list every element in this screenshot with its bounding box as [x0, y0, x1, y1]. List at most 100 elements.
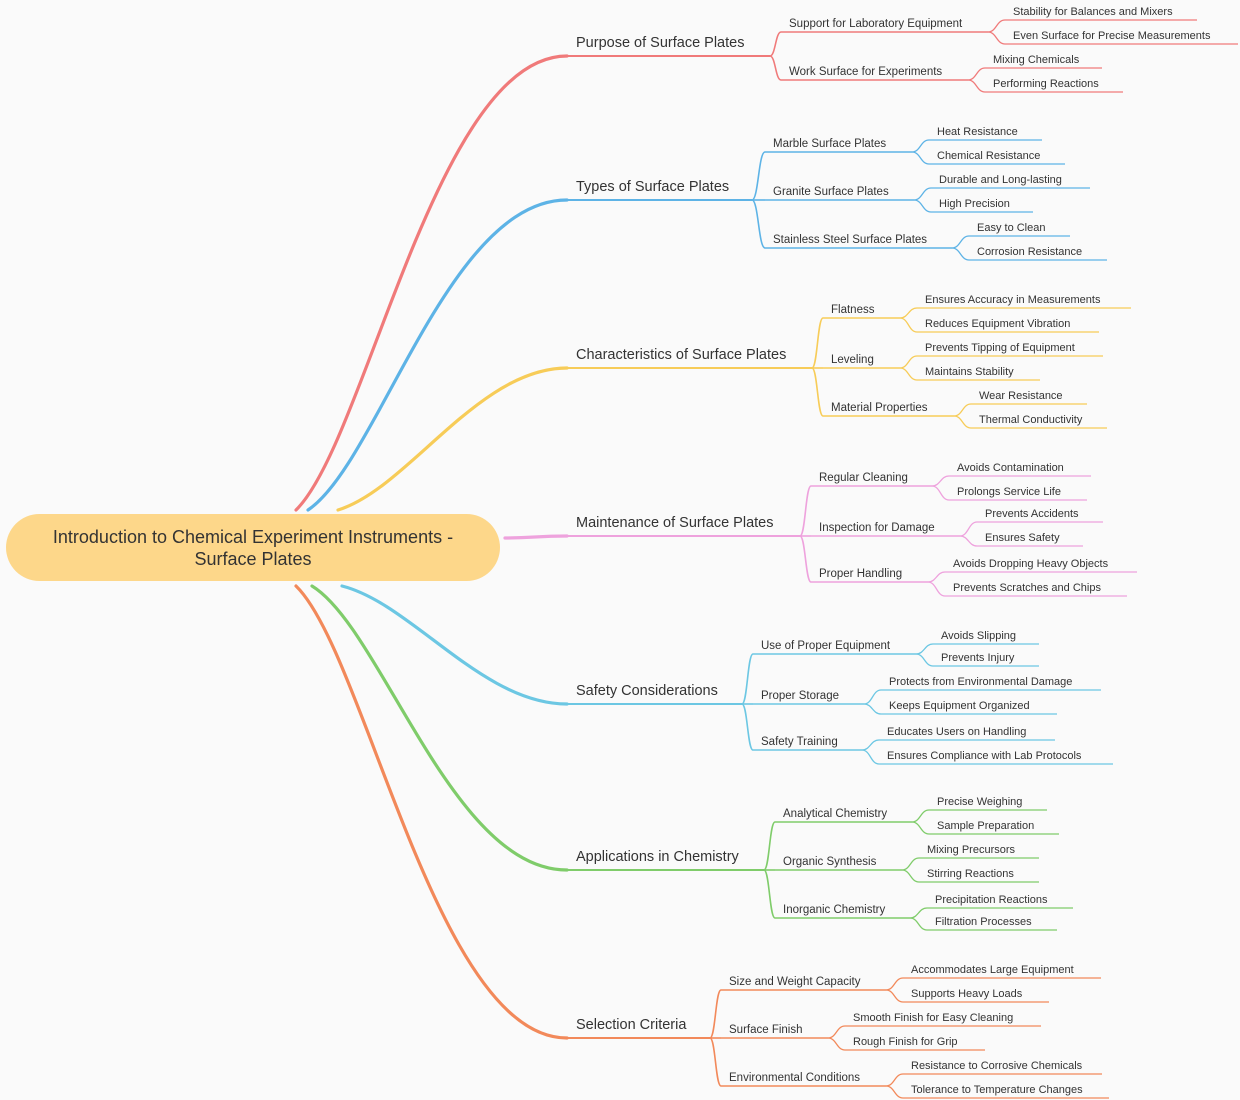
leaf-label[interactable]: High Precision	[939, 198, 1010, 210]
leaf-label[interactable]: Prevents Accidents	[985, 508, 1079, 520]
child-label[interactable]: Flatness	[831, 304, 875, 316]
child-label[interactable]: Marble Surface Plates	[773, 138, 886, 150]
child-label[interactable]: Stainless Steel Surface Plates	[773, 234, 927, 246]
leaf-label[interactable]: Ensures Accuracy in Measurements	[925, 294, 1101, 306]
leaf-connector	[911, 821, 930, 835]
leaf-label[interactable]: Prolongs Service Life	[957, 486, 1061, 498]
leaf-label[interactable]: Heat Resistance	[937, 126, 1018, 138]
child-label[interactable]: Support for Laboratory Equipment	[789, 18, 963, 30]
leaf-connector	[901, 857, 920, 871]
leaf-label[interactable]: Reduces Equipment Vibration	[925, 318, 1070, 330]
leaf-label[interactable]: Corrosion Resistance	[977, 246, 1082, 258]
leaf-label[interactable]: Ensures Safety	[985, 532, 1060, 544]
leaf-label[interactable]: Easy to Clean	[977, 222, 1045, 234]
branch-label[interactable]: Applications in Chemistry	[576, 849, 740, 865]
leaf-connector	[987, 31, 1006, 45]
leaf-label[interactable]: Thermal Conductivity	[979, 414, 1083, 426]
leaf-connector	[987, 19, 1006, 33]
child-label[interactable]: Organic Synthesis	[783, 856, 877, 868]
branch-label[interactable]: Characteristics of Surface Plates	[576, 347, 786, 363]
leaf-connector	[885, 1085, 904, 1099]
child-label[interactable]: Work Surface for Experiments	[789, 66, 942, 78]
leaf-label[interactable]: Filtration Processes	[935, 916, 1032, 928]
leaf-connector	[901, 869, 920, 883]
leaf-label[interactable]: Supports Heavy Loads	[911, 988, 1023, 1000]
leaf-label[interactable]: Durable and Long-lasting	[939, 174, 1062, 186]
root-node[interactable]: Introduction to Chemical Experiment Inst…	[6, 514, 500, 581]
leaf-label[interactable]: Stability for Balances and Mixers	[1013, 6, 1173, 18]
leaf-label[interactable]: Prevents Tipping of Equipment	[925, 342, 1075, 354]
leaf-connector	[909, 917, 928, 931]
child-connector	[751, 199, 766, 249]
child-label[interactable]: Inspection for Damage	[819, 522, 935, 534]
child-label[interactable]: Use of Proper Equipment	[761, 640, 891, 652]
leaf-label[interactable]: Prevents Injury	[941, 652, 1015, 664]
child-label[interactable]: Leveling	[831, 354, 874, 366]
child-label[interactable]: Environmental Conditions	[729, 1072, 860, 1084]
leaf-connector	[911, 139, 930, 153]
leaf-label[interactable]: Precise Weighing	[937, 796, 1022, 808]
leaf-connector	[951, 247, 970, 261]
child-label[interactable]: Surface Finish	[729, 1024, 803, 1036]
leaf-label[interactable]: Performing Reactions	[993, 78, 1099, 90]
child-connector	[799, 485, 812, 537]
leaf-label[interactable]: Ensures Compliance with Lab Protocols	[887, 750, 1082, 762]
root-node-label: Introduction to Chemical Experiment Inst…	[52, 526, 454, 569]
leaf-label[interactable]: Accommodates Large Equipment	[911, 964, 1074, 976]
leaf-connector	[915, 653, 934, 667]
leaf-label[interactable]: Tolerance to Temperature Changes	[911, 1084, 1083, 1096]
leaf-label[interactable]: Mixing Precursors	[927, 844, 1016, 856]
leaf-label[interactable]: Smooth Finish for Easy Cleaning	[853, 1012, 1013, 1024]
child-label[interactable]: Regular Cleaning	[819, 472, 908, 484]
leaf-label[interactable]: Rough Finish for Grip	[853, 1036, 958, 1048]
child-label[interactable]: Inorganic Chemistry	[783, 904, 886, 916]
leaf-label[interactable]: Wear Resistance	[979, 390, 1063, 402]
child-connector	[709, 1037, 722, 1087]
branch-connector	[503, 534, 569, 540]
child-connector	[811, 317, 824, 369]
leaf-connector	[959, 521, 978, 537]
leaf-label[interactable]: Protects from Environmental Damage	[889, 676, 1072, 688]
leaf-connector	[931, 475, 950, 487]
leaf-connector	[915, 643, 934, 655]
child-label[interactable]: Proper Handling	[819, 568, 902, 580]
leaf-label[interactable]: Prevents Scratches and Chips	[953, 582, 1101, 594]
leaf-connector	[931, 485, 950, 501]
branch-label[interactable]: Selection Criteria	[576, 1017, 687, 1033]
leaf-label[interactable]: Keeps Equipment Organized	[889, 700, 1030, 712]
branch-connector	[340, 584, 569, 706]
child-connector	[709, 989, 722, 1039]
leaf-label[interactable]: Chemical Resistance	[937, 150, 1040, 162]
leaf-label[interactable]: Mixing Chemicals	[993, 54, 1080, 66]
leaf-label[interactable]: Stirring Reactions	[927, 868, 1014, 880]
child-label[interactable]: Material Properties	[831, 402, 928, 414]
branch-connector	[310, 584, 569, 872]
leaf-connector	[927, 571, 946, 583]
leaf-label[interactable]: Precipitation Reactions	[935, 894, 1048, 906]
leaf-label[interactable]: Sample Preparation	[937, 820, 1034, 832]
leaf-label[interactable]: Educates Users on Handling	[887, 726, 1026, 738]
branch-label[interactable]: Maintenance of Surface Plates	[576, 515, 773, 531]
leaf-label[interactable]: Avoids Dropping Heavy Objects	[953, 558, 1109, 570]
child-label[interactable]: Analytical Chemistry	[783, 808, 887, 820]
child-label[interactable]: Safety Training	[761, 736, 838, 748]
leaf-label[interactable]: Avoids Slipping	[941, 630, 1016, 642]
leaf-connector	[953, 403, 972, 417]
child-connector	[763, 869, 776, 919]
leaf-label[interactable]: Avoids Contamination	[957, 462, 1064, 474]
leaf-label[interactable]: Resistance to Corrosive Chemicals	[911, 1060, 1083, 1072]
leaf-connector	[827, 1037, 846, 1051]
leaf-connector	[911, 151, 930, 165]
branch-label[interactable]: Purpose of Surface Plates	[576, 35, 744, 51]
child-label[interactable]: Granite Surface Plates	[773, 186, 889, 198]
leaf-label[interactable]: Maintains Stability	[925, 366, 1014, 378]
leaf-label[interactable]: Even Surface for Precise Measurements	[1013, 30, 1211, 42]
branch-label[interactable]: Safety Considerations	[576, 683, 718, 699]
child-label[interactable]: Size and Weight Capacity	[729, 976, 861, 988]
child-label[interactable]: Proper Storage	[761, 690, 839, 702]
leaf-connector	[899, 355, 918, 369]
branch-label[interactable]: Types of Surface Plates	[576, 179, 729, 195]
child-connector	[769, 31, 782, 57]
